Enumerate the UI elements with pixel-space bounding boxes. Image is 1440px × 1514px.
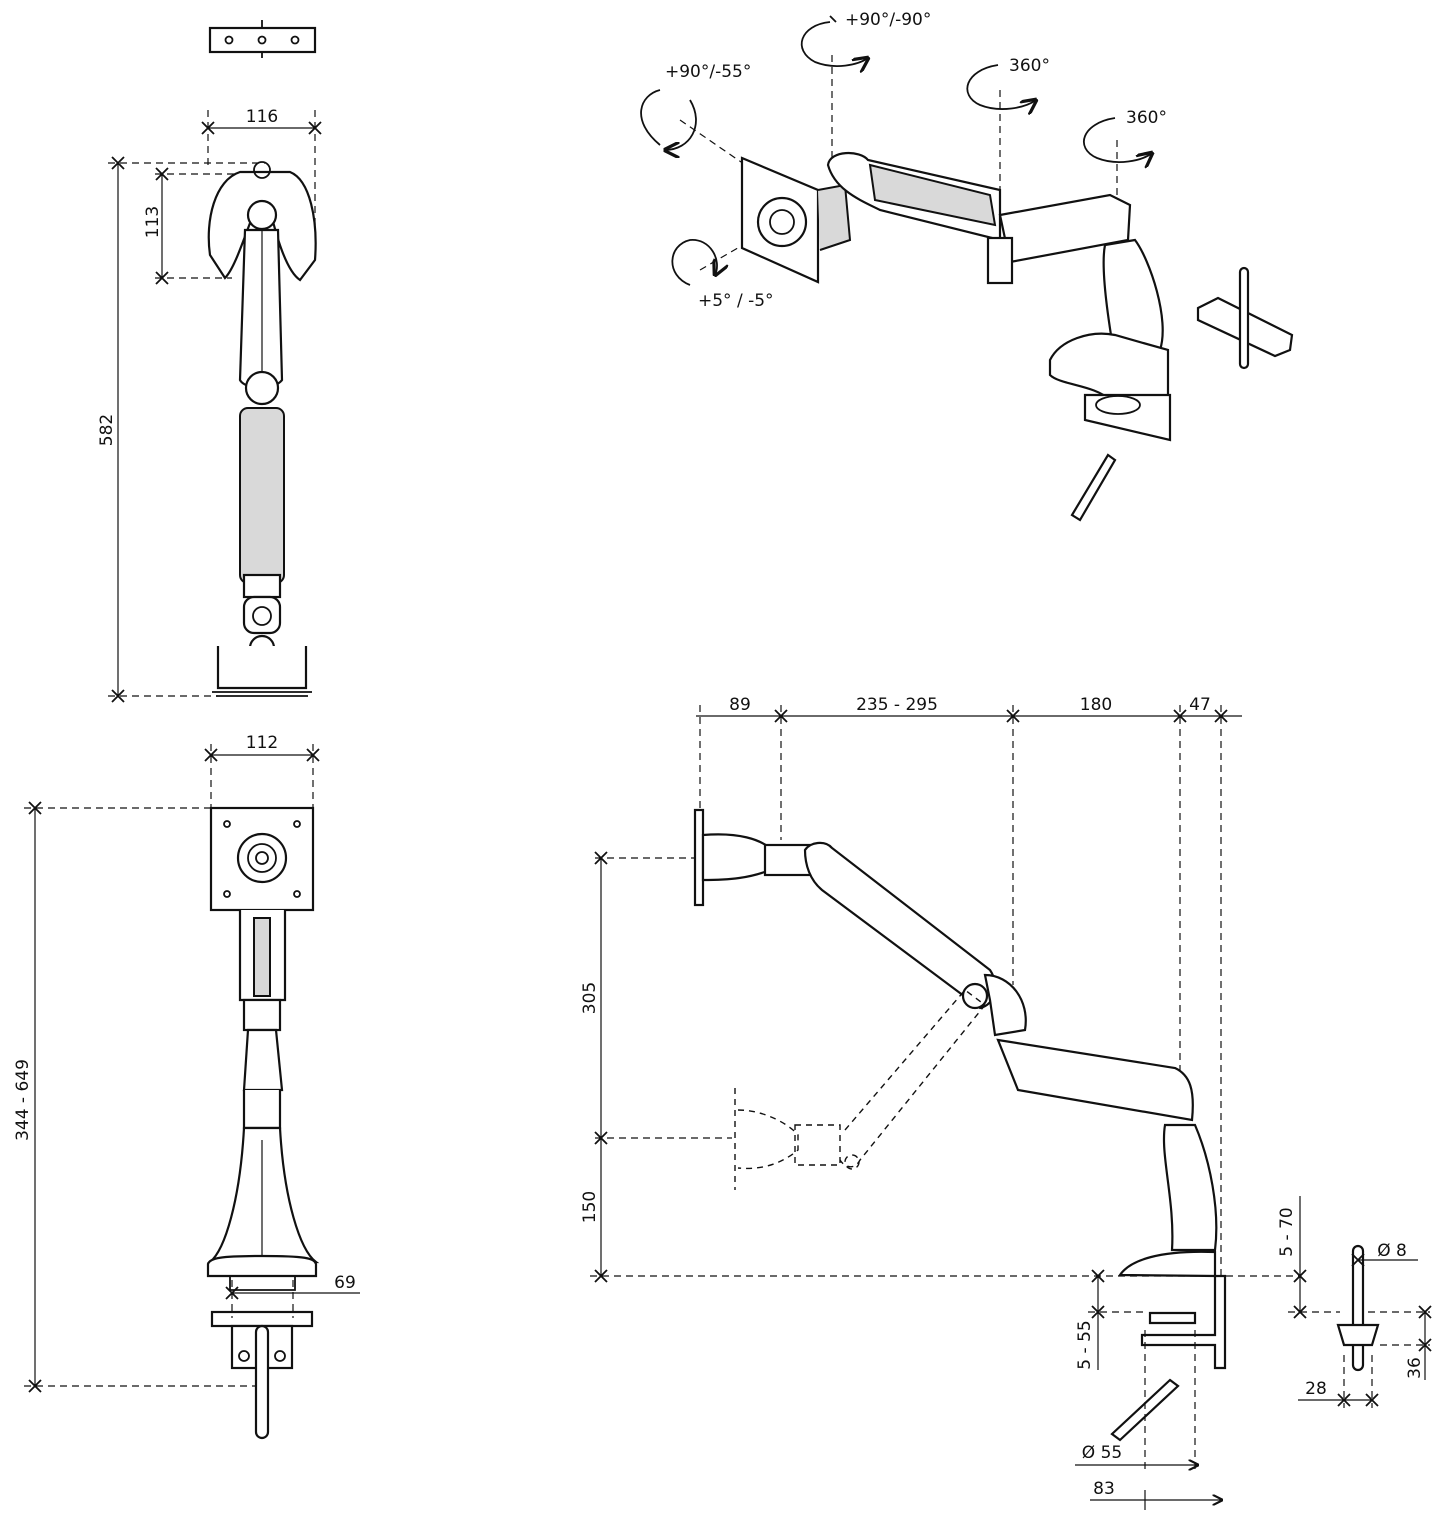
dimension-grommet-diameter: Ø 55 <box>1075 1330 1198 1470</box>
side-view-bolt-detail: Ø 8 36 28 <box>1298 1241 1430 1408</box>
dimension-label-305: 305 <box>580 982 600 1014</box>
dimension-label-150: 150 <box>580 1191 600 1223</box>
dimension-label-5-55: 5 - 55 <box>1075 1320 1095 1369</box>
top-bracket-part <box>208 20 317 58</box>
dimension-label-112: 112 <box>246 733 278 753</box>
side-view-arm-raised <box>693 808 1027 1037</box>
rotation-label-swivel-mid: 360° <box>1009 56 1050 76</box>
rotation-label-level: +5° / -5° <box>698 291 774 311</box>
rotation-swivel-mid-indicator: 360° <box>966 56 1050 190</box>
side-view-arm-lowered <box>734 989 987 1190</box>
dimension-clamp-depth: 83 <box>1090 1479 1222 1510</box>
front-view: 112 344 - 649 <box>13 733 360 1440</box>
dimension-reach: 89 235 - 295 180 47 <box>696 695 1242 1280</box>
isometric-view: +90°/-55° +90°/-90° 360° 360° +5° / -5° <box>640 10 1294 522</box>
dimension-label-582: 582 <box>97 414 117 446</box>
front-view-vesa-plate <box>209 806 315 912</box>
rotation-label-swivel-base: 360° <box>1126 108 1167 128</box>
isometric-arm <box>740 152 1172 522</box>
side-view-base-arm <box>996 1038 1227 1442</box>
dimension-label-diameter-55: Ø 55 <box>1082 1443 1122 1463</box>
dimension-width-112: 112 <box>204 733 320 808</box>
dimension-label-36: 36 <box>1405 1357 1425 1379</box>
dimension-label-89: 89 <box>729 695 751 715</box>
side-view: 89 235 - 295 180 47 305 150 <box>580 695 1430 1510</box>
dimension-desk-thickness: 5 - 55 <box>1075 1269 1148 1370</box>
top-view: 116 113 582 <box>97 20 322 703</box>
dimension-label-28: 28 <box>1305 1379 1327 1399</box>
dimension-label-113: 113 <box>143 206 163 238</box>
rotation-level-indicator: +5° / -5° <box>671 119 774 311</box>
dimension-grommet-thickness: 5 - 70 <box>1277 1196 1340 1312</box>
dimension-clamp-69: 69 <box>225 1273 360 1318</box>
dimension-label-83: 83 <box>1093 1479 1115 1499</box>
isometric-bolt-kit <box>1196 266 1294 370</box>
dimension-label-5-70: 5 - 70 <box>1277 1207 1297 1256</box>
dimension-height-range: 344 - 649 <box>13 801 255 1393</box>
rotation-label-rotate: +90°/-90° <box>845 10 931 30</box>
dimension-label-116: 116 <box>246 107 278 127</box>
rotation-rotate-indicator: +90°/-90° <box>800 10 931 160</box>
dimension-label-180: 180 <box>1080 695 1112 715</box>
front-view-arm <box>206 910 320 1440</box>
rotation-swivel-base-indicator: 360° <box>1083 108 1167 205</box>
dimension-label-344-649: 344 - 649 <box>13 1059 33 1141</box>
dimension-label-47: 47 <box>1189 695 1211 715</box>
dimension-total-height-582: 582 <box>97 156 265 703</box>
dimension-head-height-113: 113 <box>143 167 235 285</box>
dimension-label-69: 69 <box>334 1273 356 1293</box>
rotation-tilt-indicator: +90°/-55° <box>640 62 751 150</box>
top-view-arm <box>207 161 317 697</box>
rotation-label-tilt: +90°/-55° <box>665 62 751 82</box>
dimension-label-diameter-8: Ø 8 <box>1377 1241 1407 1261</box>
dimension-label-235-295: 235 - 295 <box>856 695 938 715</box>
